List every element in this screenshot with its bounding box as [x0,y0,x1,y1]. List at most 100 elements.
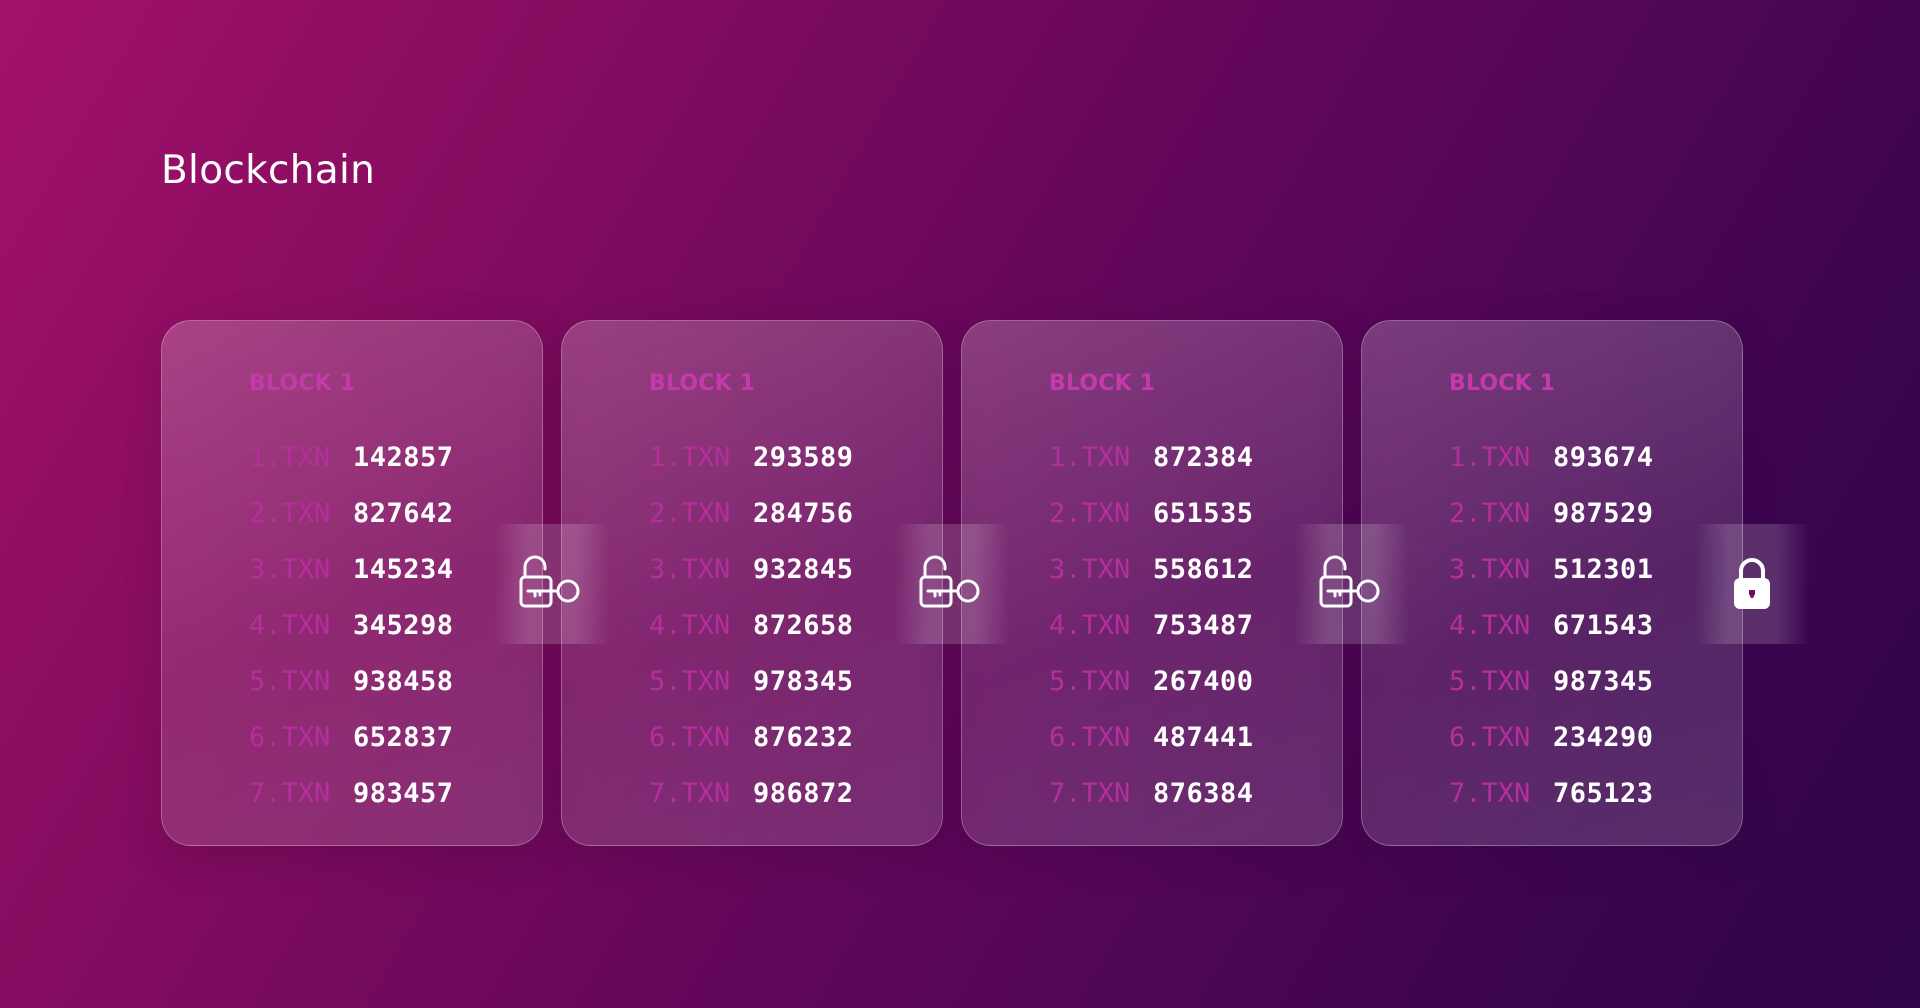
transaction-label: 4.TXN [649,609,731,641]
transaction-value: 978345 [753,665,854,697]
transaction-row: 3.TXN 145234 [249,541,454,597]
transaction-row: 5.TXN 938458 [249,653,454,709]
transaction-value: 876384 [1153,777,1254,809]
transaction-value: 142857 [353,441,454,473]
transaction-label: 5.TXN [1449,665,1531,697]
transaction-label: 1.TXN [1449,441,1531,473]
transaction-label: 6.TXN [1049,721,1131,753]
transaction-value: 652837 [353,721,454,753]
transaction-value: 893674 [1553,441,1654,473]
block-card: BLOCK 1 1.TXN 293589 2.TXN 284756 3.TXN 932… [561,320,943,846]
transaction-row: 2.TXN 284756 [649,485,854,541]
transaction-row: 1.TXN 142857 [249,429,454,485]
transaction-label: 4.TXN [249,609,331,641]
transaction-label: 2.TXN [1049,497,1131,529]
transaction-label: 6.TXN [249,721,331,753]
locked-padlock-icon [1732,556,1772,612]
transaction-row: 7.TXN 765123 [1449,765,1654,821]
transaction-value: 983457 [353,777,454,809]
transaction-value: 558612 [1153,553,1254,585]
transaction-label: 3.TXN [249,553,331,585]
transaction-label: 4.TXN [1449,609,1531,641]
transaction-row: 4.TXN 753487 [1049,597,1254,653]
transaction-label: 4.TXN [1049,609,1131,641]
transaction-label: 1.TXN [649,441,731,473]
block-connector [1694,524,1810,644]
transaction-value: 986872 [753,777,854,809]
transaction-value: 267400 [1153,665,1254,697]
transaction-value: 938458 [353,665,454,697]
transaction-row: 4.TXN 872658 [649,597,854,653]
block-connector [1294,524,1410,644]
unlocked-padlock-key-icon [918,554,986,614]
transaction-value: 827642 [353,497,454,529]
transaction-label: 6.TXN [649,721,731,753]
transaction-label: 3.TXN [1049,553,1131,585]
transaction-value: 765123 [1553,777,1654,809]
block-connector [894,524,1010,644]
transaction-label: 5.TXN [649,665,731,697]
transaction-value: 932845 [753,553,854,585]
transaction-label: 3.TXN [649,553,731,585]
unlocked-padlock-key-icon [518,554,586,614]
transaction-value: 876232 [753,721,854,753]
transaction-label: 5.TXN [249,665,331,697]
transaction-value: 753487 [1153,609,1254,641]
transaction-value: 487441 [1153,721,1254,753]
transaction-value: 987529 [1553,497,1654,529]
transaction-value: 293589 [753,441,854,473]
transaction-value: 872384 [1153,441,1254,473]
transaction-row: 1.TXN 872384 [1049,429,1254,485]
transaction-label: 7.TXN [649,777,731,809]
transaction-row: 6.TXN 234290 [1449,709,1654,765]
transaction-label: 6.TXN [1449,721,1531,753]
transaction-value: 651535 [1153,497,1254,529]
transaction-label: 1.TXN [1049,441,1131,473]
block-title: BLOCK 1 [249,371,356,396]
transaction-value: 234290 [1553,721,1654,753]
page-title: Blockchain [161,148,376,193]
transaction-label: 7.TXN [1449,777,1531,809]
block-title: BLOCK 1 [649,371,756,396]
transaction-value: 987345 [1553,665,1654,697]
transaction-row: 2.TXN 651535 [1049,485,1254,541]
transaction-row: 6.TXN 652837 [249,709,454,765]
transaction-row: 1.TXN 293589 [649,429,854,485]
transaction-label: 7.TXN [1049,777,1131,809]
transaction-list: 1.TXN 142857 2.TXN 827642 3.TXN 145234 4.TX… [249,429,454,821]
transaction-row: 2.TXN 987529 [1449,485,1654,541]
transaction-label: 1.TXN [249,441,331,473]
block-connector [494,524,610,644]
unlocked-padlock-key-icon [1318,554,1386,614]
transaction-label: 2.TXN [1449,497,1531,529]
transaction-row: 4.TXN 671543 [1449,597,1654,653]
transaction-label: 2.TXN [649,497,731,529]
transaction-value: 345298 [353,609,454,641]
block-card: BLOCK 1 1.TXN 142857 2.TXN 827642 3.TXN 145… [161,320,543,846]
transaction-row: 6.TXN 876232 [649,709,854,765]
transaction-row: 5.TXN 267400 [1049,653,1254,709]
transaction-label: 2.TXN [249,497,331,529]
transaction-list: 1.TXN 872384 2.TXN 651535 3.TXN 558612 4.TX… [1049,429,1254,821]
transaction-list: 1.TXN 293589 2.TXN 284756 3.TXN 932845 4.TX… [649,429,854,821]
transaction-row: 3.TXN 932845 [649,541,854,597]
transaction-label: 5.TXN [1049,665,1131,697]
block-title: BLOCK 1 [1449,371,1556,396]
transaction-row: 5.TXN 978345 [649,653,854,709]
transaction-value: 145234 [353,553,454,585]
transaction-value: 671543 [1553,609,1654,641]
transaction-row: 1.TXN 893674 [1449,429,1654,485]
transaction-row: 7.TXN 986872 [649,765,854,821]
transaction-row: 5.TXN 987345 [1449,653,1654,709]
transaction-value: 872658 [753,609,854,641]
transaction-value: 284756 [753,497,854,529]
transaction-label: 3.TXN [1449,553,1531,585]
transaction-row: 3.TXN 558612 [1049,541,1254,597]
transaction-row: 7.TXN 876384 [1049,765,1254,821]
transaction-row: 2.TXN 827642 [249,485,454,541]
